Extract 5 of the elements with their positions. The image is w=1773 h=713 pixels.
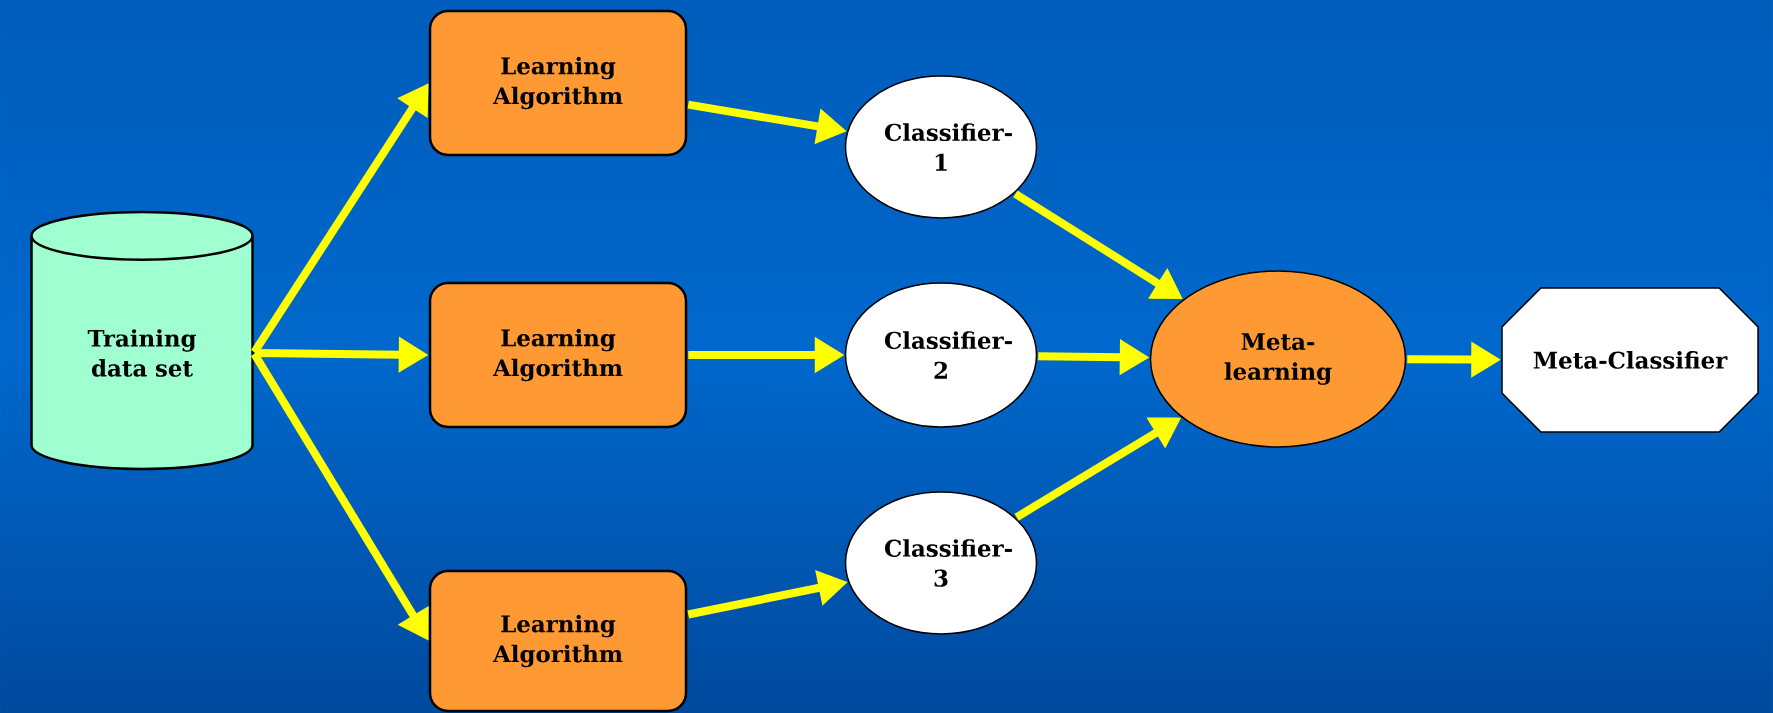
process-box: Learning Algorithm — [428, 569, 688, 713]
output-octagon: Meta-Classifier — [1501, 287, 1759, 433]
process-box: Learning Algorithm — [428, 281, 688, 429]
process-box: Learning Algorithm — [428, 9, 688, 157]
database-cylinder: Training data set — [30, 210, 254, 471]
